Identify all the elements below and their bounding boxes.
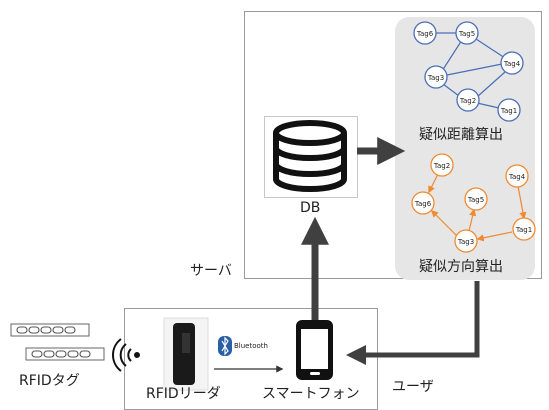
distance-tag1-text: Tag1 <box>500 107 517 115</box>
distance-node-tag4 <box>500 51 524 75</box>
direction-node-tag5 <box>464 187 488 211</box>
direction-tag1-text: Tag1 <box>515 226 532 234</box>
bluetooth-icon <box>218 336 232 356</box>
rfid-tag-strip-2 <box>25 347 105 361</box>
bluetooth-label: Bluetooth <box>234 342 268 350</box>
rfid-tags-label: RFIDタグ <box>19 373 80 389</box>
user-label: ユーザ <box>392 379 434 395</box>
smartphone-icon <box>296 320 333 380</box>
distance-node-tag1 <box>497 98 521 122</box>
distance-node-tag6 <box>413 21 437 45</box>
direction-node-tag4 <box>505 164 529 188</box>
direction-node-tag1 <box>512 217 536 241</box>
server-label: サーバ <box>190 263 232 279</box>
distance-tag3-text: Tag3 <box>427 74 444 82</box>
direction-tag2-text: Tag2 <box>433 162 450 170</box>
signal-waves-icon <box>112 338 140 372</box>
db-label: DB <box>300 200 321 216</box>
direction-tag3-text: Tag3 <box>457 238 474 246</box>
direction-tag6-text: Tag6 <box>414 200 432 208</box>
direction-edges <box>428 173 527 242</box>
direction-nodes <box>411 153 536 253</box>
distance-node-tag3 <box>424 65 448 89</box>
direction-node-tag6 <box>411 191 435 215</box>
panel-to-phone-arrow <box>346 281 480 365</box>
distance-tag2-text: Tag2 <box>459 97 476 105</box>
distance-tag5-text: Tag5 <box>458 30 475 38</box>
server-frame <box>244 11 542 279</box>
rfid-tag-strip-1 <box>10 323 90 337</box>
smartphone-label: スマートフォン <box>262 386 360 402</box>
distance-panel-title: 疑似距離算出 <box>419 127 503 143</box>
distance-tag6-text: Tag6 <box>416 30 434 38</box>
direction-tag5-text: Tag5 <box>467 196 484 204</box>
distance-node-tag2 <box>456 88 480 112</box>
direction-node-tag2 <box>430 153 454 177</box>
distance-edges <box>433 32 506 109</box>
rfid-reader-icon <box>163 317 209 391</box>
distance-nodes <box>413 21 524 122</box>
distance-node-tag5 <box>455 21 479 45</box>
direction-panel-title: 疑似方向算出 <box>419 259 503 275</box>
direction-node-tag3 <box>454 229 478 253</box>
reader-label: RFIDリーダ <box>146 386 221 402</box>
database-icon <box>273 120 347 192</box>
distance-tag4-text: Tag4 <box>503 60 521 68</box>
direction-tag4-text: Tag4 <box>508 173 526 181</box>
